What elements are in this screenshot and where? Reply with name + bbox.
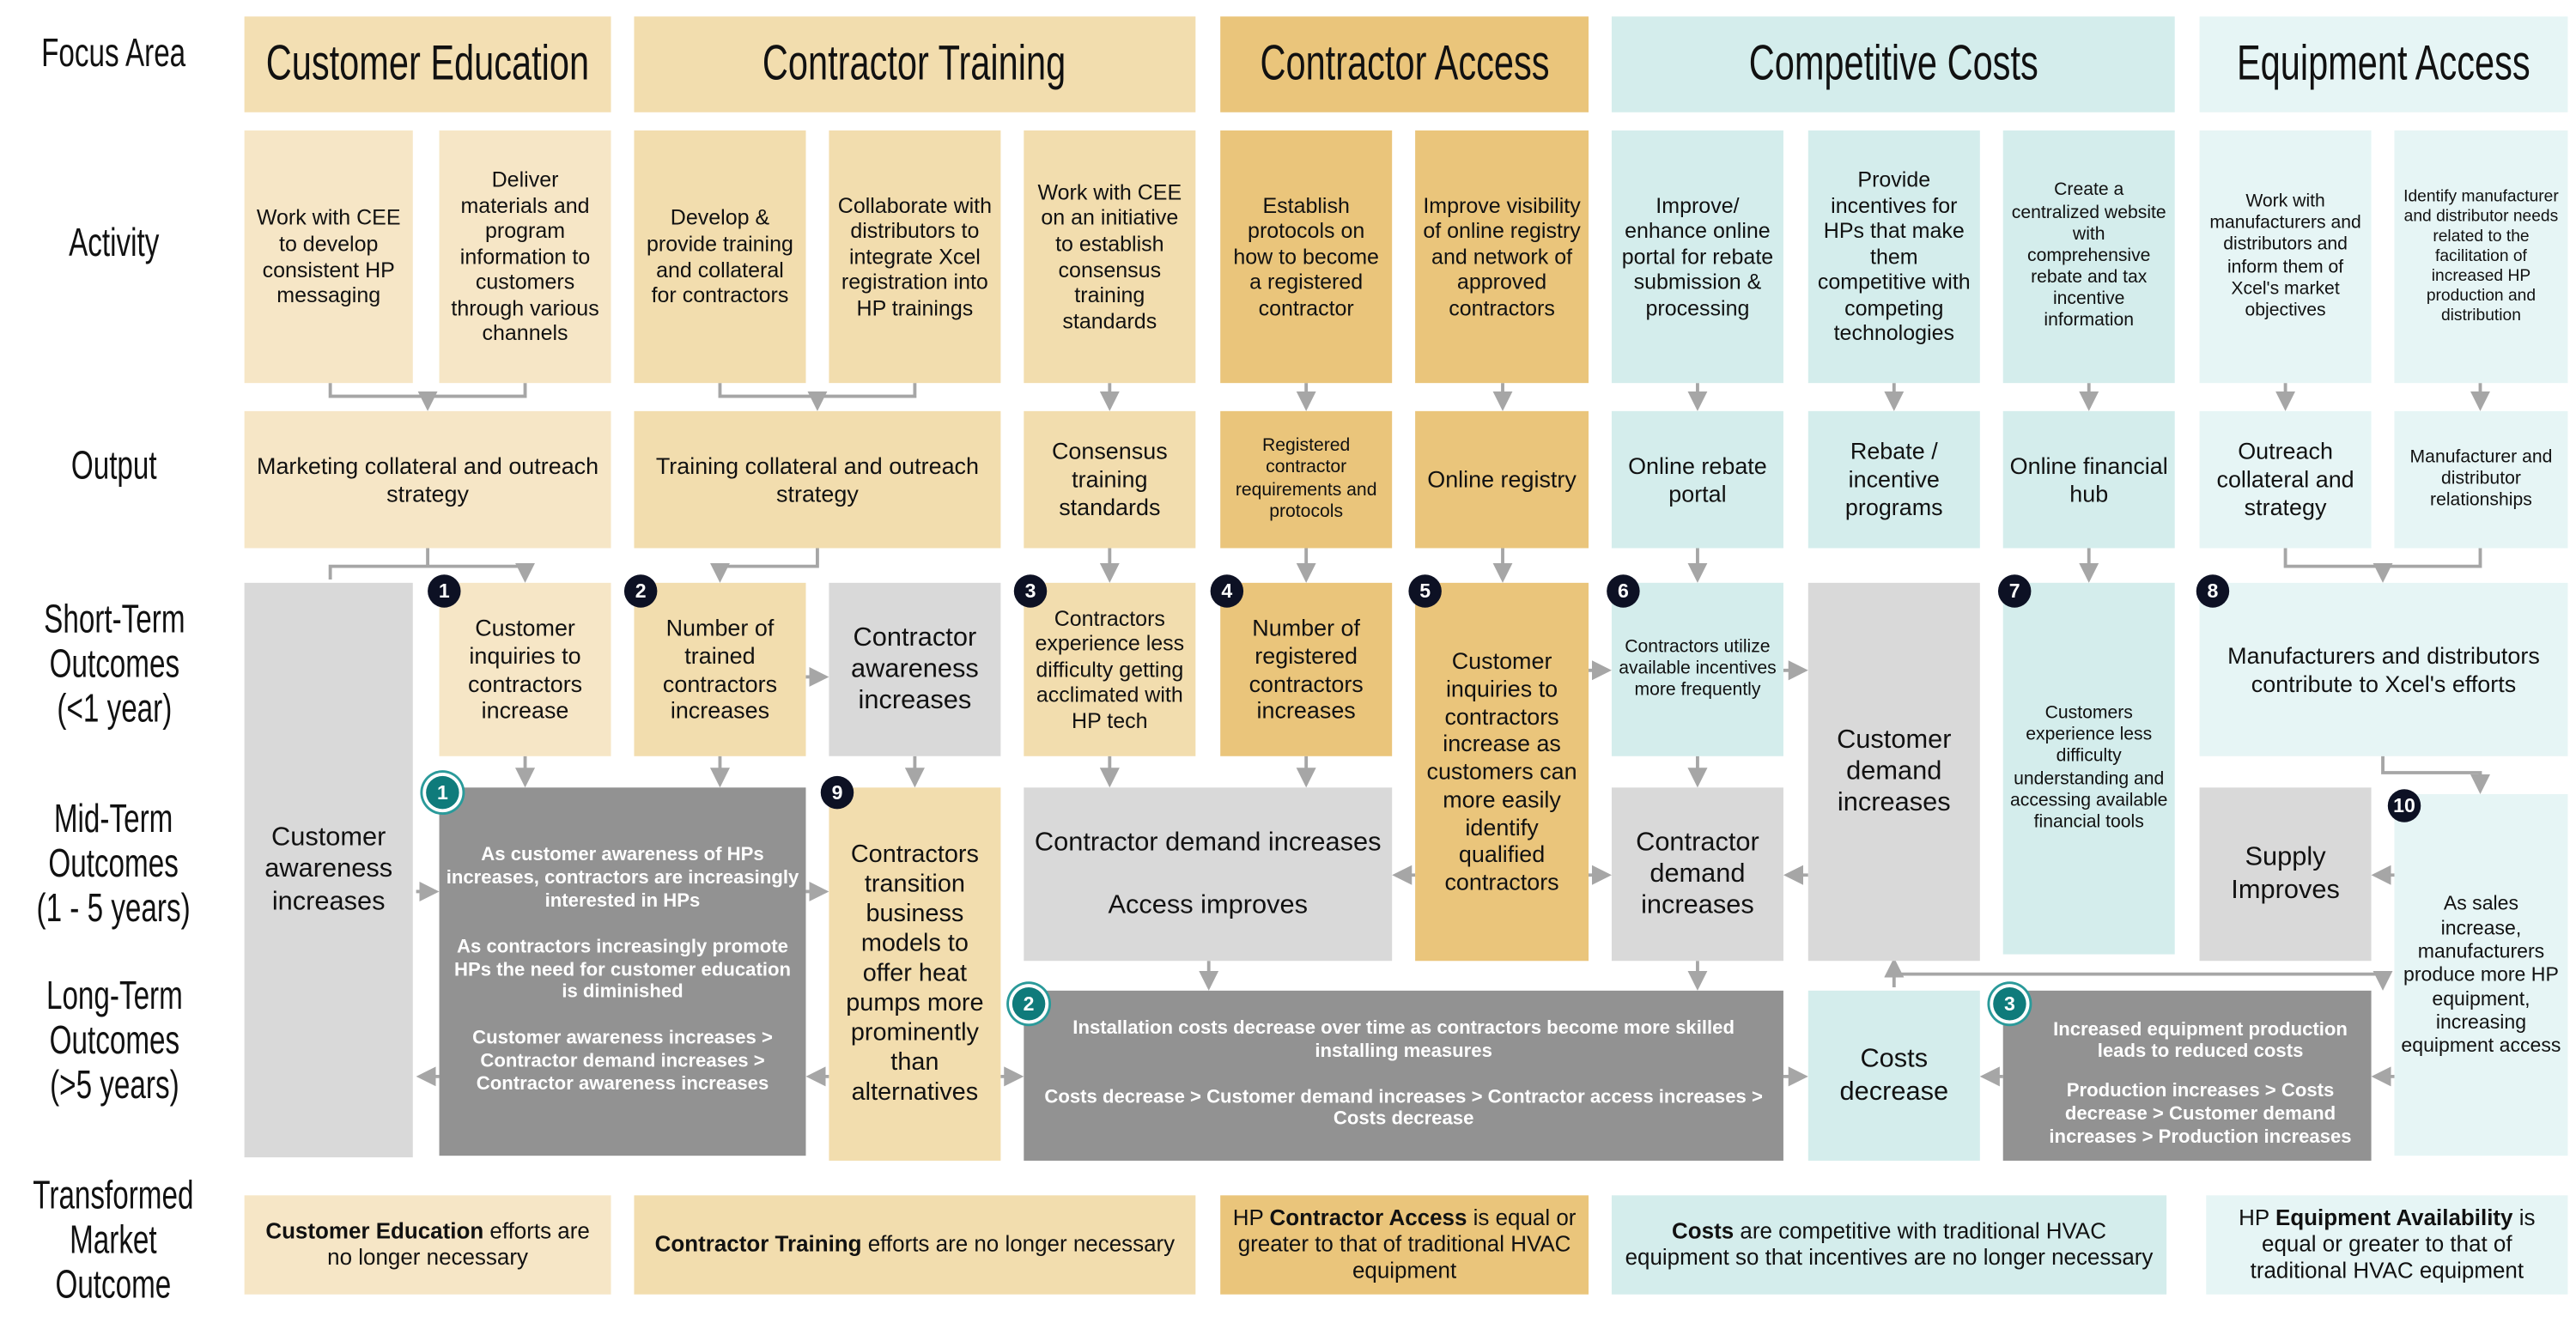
- loop-text: As customer awareness of HPs increases, …: [446, 846, 799, 912]
- output-box: Manufacturer and distributor relationshi…: [2394, 410, 2568, 549]
- outcome-customer-demand: Customer demand increases: [1807, 582, 1980, 962]
- transformed-contractor-training: Contractor Training efforts are no longe…: [634, 1195, 1196, 1295]
- outcome-number-badge: 2: [623, 574, 658, 608]
- feedback-loop-2: Installation costs decrease over time as…: [1024, 990, 1783, 1161]
- loop-text: Installation costs decrease over time as…: [1072, 1018, 1735, 1061]
- output-box: Online registry: [1415, 410, 1589, 549]
- activity-box: Provide incentives for HPs that make the…: [1807, 130, 1980, 384]
- activity-box: Work with manufacturers and distributors…: [2199, 130, 2372, 384]
- outcome-5: Customer inquiries to contractors increa…: [1415, 582, 1589, 962]
- arrow: [709, 548, 819, 583]
- outcome-contractor-demand: Contractor demand increases: [1611, 787, 1783, 962]
- row-label-activity: Activity: [69, 221, 160, 266]
- transformed-customer-education: Customer Education efforts are no longer…: [244, 1195, 611, 1295]
- output-box: Marketing collateral and outreach strate…: [244, 410, 611, 549]
- feedback-loop-3: Increased equipment production leads to …: [2002, 990, 2372, 1161]
- activity-box: Improve/ enhance online portal for rebat…: [1611, 130, 1783, 384]
- focus-contractor-access: Contractor Access: [1220, 16, 1589, 112]
- activity-box: Establish protocols on how to become a r…: [1220, 130, 1393, 384]
- transformed-equipment-access: HP Equipment Availability is equal or gr…: [2206, 1195, 2568, 1295]
- focus-customer-education: Customer Education: [244, 16, 611, 112]
- focus-contractor-training: Contractor Training: [634, 16, 1196, 112]
- transformed-competitive-costs: Costs are competitive with traditional H…: [1611, 1195, 2167, 1295]
- row-label-transformed: Transformed Market Outcome: [33, 1174, 195, 1308]
- activity-box: Create a centralized website with compre…: [2002, 130, 2175, 384]
- outcome-number-badge: 7: [1997, 574, 2032, 608]
- focus-competitive-costs: Competitive Costs: [1611, 16, 2175, 112]
- output-box: Outreach collateral and strategy: [2199, 410, 2372, 549]
- outcome-number-badge: 1: [428, 574, 461, 608]
- outcome-number-badge: 9: [820, 775, 854, 810]
- row-label-short-term: Short-Term Outcomes (<1 year): [43, 598, 185, 731]
- outcome-number-badge: 10: [2387, 789, 2421, 822]
- outcome-6: Contractors utilize available incentives…: [1611, 582, 1783, 756]
- loop-cycle-icon: 3: [1993, 987, 2026, 1021]
- row-label-focus-area: Focus Area: [41, 31, 186, 76]
- row-label-long-term: Long-Term Outcomes (>5 years): [46, 974, 183, 1108]
- loop-text: Customer awareness increases > Contracto…: [472, 1029, 773, 1095]
- output-box: Online financial hub: [2002, 410, 2175, 549]
- focus-equipment-access: Equipment Access: [2199, 16, 2568, 112]
- outcome-contractor-demand-access: Contractor demand increases Access impro…: [1024, 787, 1393, 962]
- activity-box: Identify manufacturer and distributor ne…: [2394, 130, 2568, 384]
- arrow: [718, 383, 917, 408]
- arrow: [1893, 970, 2393, 991]
- outcome-costs-decrease: Costs decrease: [1807, 990, 1980, 1161]
- activity-box: Deliver materials and program informatio…: [439, 130, 611, 384]
- outcome-8: Manufacturers and distributors contribut…: [2199, 582, 2568, 756]
- output-box: Consensus training standards: [1024, 410, 1196, 549]
- outcome-text: Access improves: [1108, 890, 1309, 919]
- loop-cycle-icon: 1: [426, 775, 459, 810]
- loop-text: As contractors increasingly promote HPs …: [453, 937, 792, 1004]
- output-box: Online rebate portal: [1611, 410, 1783, 549]
- outcome-4: Number of registered contractors increas…: [1220, 582, 1393, 756]
- activity-box: Work with CEE on an initiative to establ…: [1024, 130, 1196, 384]
- activity-box: Develop & provide training and collatera…: [634, 130, 806, 384]
- loop-cycle-icon: 2: [1012, 987, 1046, 1021]
- loop-text: Costs decrease > Customer demand increas…: [1044, 1087, 1763, 1130]
- outcome-number-badge: 8: [2196, 574, 2230, 608]
- outcome-9: Contractors transition business models t…: [829, 787, 1001, 1161]
- activity-box: Collaborate with distributors to integra…: [829, 130, 1001, 384]
- row-label-mid-term: Mid-Term Outcomes (1 - 5 years): [37, 797, 191, 932]
- outcome-3: Contractors experience less difficulty g…: [1024, 582, 1196, 756]
- outcome-supply-improves: Supply Improves: [2199, 787, 2372, 962]
- outcome-text: Contractor demand increases: [1034, 828, 1382, 858]
- output-box: Rebate / incentive programs: [1807, 410, 1980, 549]
- outcome-contractor-awareness: Contractor awareness increases: [829, 582, 1001, 756]
- feedback-loop-1: As customer awareness of HPs increases, …: [439, 787, 806, 1156]
- outcome-2: Number of trained contractors increases: [634, 582, 806, 756]
- arrow: [328, 548, 526, 580]
- transformed-contractor-access: HP Contractor Access is equal or greater…: [1220, 1195, 1589, 1295]
- outcome-number-badge: 5: [1408, 574, 1442, 608]
- outcome-10: As sales increase, manufacturers produce…: [2394, 794, 2568, 1156]
- output-box: Registered contractor requirements and p…: [1220, 410, 1393, 549]
- arrow: [2283, 548, 2482, 580]
- outcome-7: Customers experience less difficulty und…: [2002, 582, 2175, 955]
- arrow: [2381, 756, 2491, 795]
- outcome-customer-awareness: Customer awareness increases: [244, 582, 413, 1158]
- loop-text: Production increases > Costs decrease > …: [2049, 1081, 2352, 1147]
- outcome-number-badge: 4: [1210, 574, 1244, 608]
- loop-text: Increased equipment production leads to …: [2053, 1019, 2348, 1063]
- arrow: [328, 383, 527, 408]
- outcome-number-badge: 3: [1013, 574, 1048, 608]
- output-box: Training collateral and outreach strateg…: [634, 410, 1001, 549]
- outcome-1: Customer inquiries to contractors increa…: [439, 582, 611, 756]
- row-label-output: Output: [70, 444, 157, 489]
- activity-box: Work with CEE to develop consistent HP m…: [244, 130, 413, 384]
- activity-box: Improve visibility of online registry an…: [1415, 130, 1589, 384]
- outcome-number-badge: 6: [1607, 574, 1640, 608]
